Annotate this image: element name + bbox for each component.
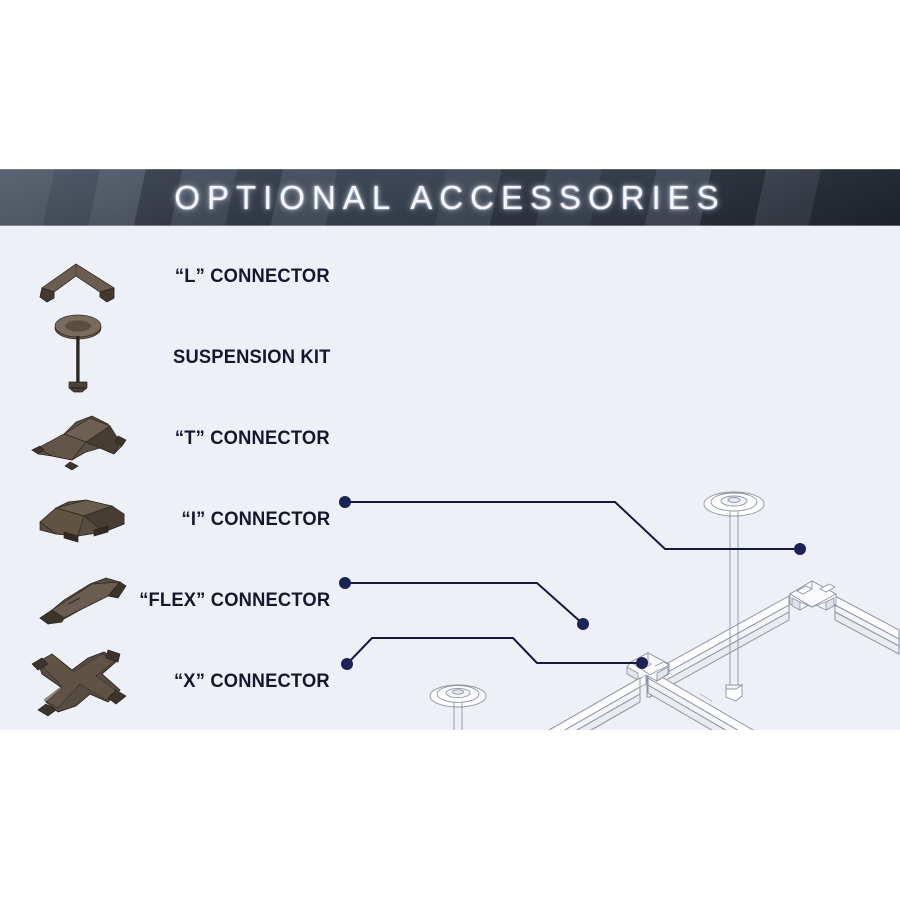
thumbnail-flex-connector[interactable]	[34, 574, 130, 626]
label-suspension-kit: SUSPENSION KIT	[172, 346, 330, 368]
label-t-connector: “T” CONNECTOR	[175, 427, 330, 449]
l-connector-icon	[39, 263, 115, 303]
thumbnail-suspension-kit[interactable]	[38, 314, 118, 398]
suspension-kit-icon	[54, 314, 102, 393]
i-connector-icon	[39, 499, 125, 543]
banner-top-edge	[0, 169, 900, 170]
label-i-connector: “I” CONNECTOR	[181, 508, 330, 530]
thumbnail-i-connector[interactable]	[34, 494, 130, 546]
t-connector-icon	[31, 415, 127, 470]
label-flex-connector: “FLEX” CONNECTOR	[138, 589, 330, 611]
banner-bottom-edge	[0, 225, 900, 226]
thumbnail-x-connector[interactable]	[28, 646, 128, 720]
x-connector-icon	[31, 649, 127, 717]
isometric-track-diagram	[429, 491, 900, 730]
content-panel: “L” CONNECTOR SUSPENSION KIT “T” CONNECT…	[0, 226, 900, 730]
page-title: OPTIONAL ACCESSORIES	[174, 178, 726, 216]
thumbnail-l-connector[interactable]	[30, 252, 126, 316]
label-x-connector: “X” CONNECTOR	[174, 670, 330, 692]
flex-connector-icon	[39, 577, 127, 625]
label-l-connector: “L” CONNECTOR	[175, 265, 330, 287]
page-header-banner: OPTIONAL ACCESSORIES	[0, 169, 900, 226]
thumbnail-t-connector[interactable]	[30, 412, 128, 470]
